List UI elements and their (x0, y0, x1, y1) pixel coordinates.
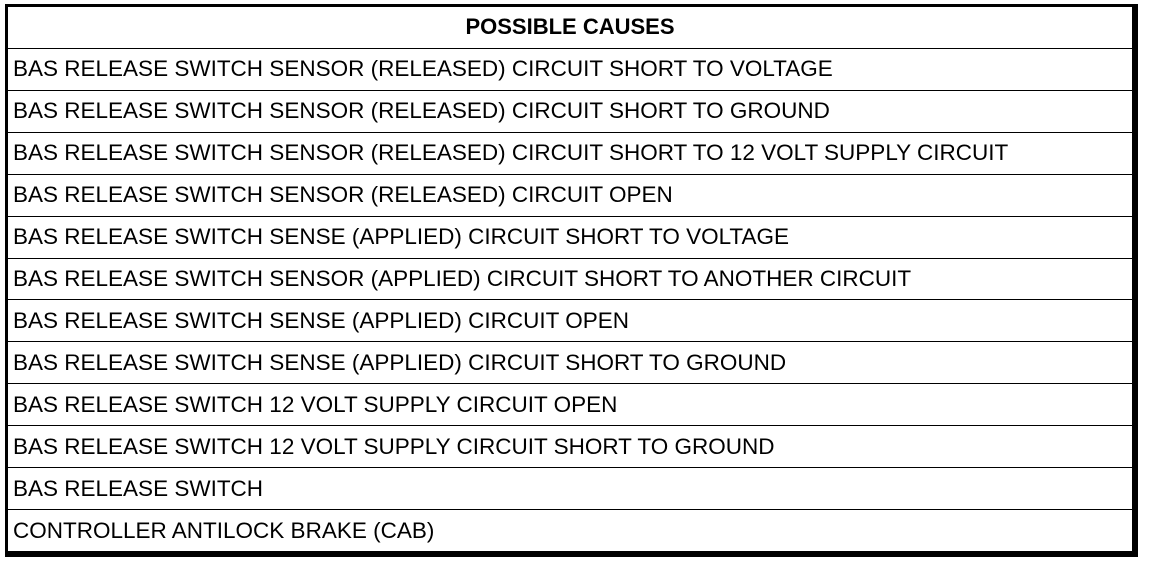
possible-causes-table: POSSIBLE CAUSES BAS RELEASE SWITCH SENSO… (5, 4, 1138, 557)
table-row: CONTROLLER ANTILOCK BRAKE (CAB) (13, 517, 435, 543)
table-row: BAS RELEASE SWITCH SENSOR (RELEASED) CIR… (8, 133, 1132, 175)
table-header: POSSIBLE CAUSES (8, 7, 1132, 49)
table-row: BAS RELEASE SWITCH 12 VOLT SUPPLY CIRCUI… (8, 384, 1132, 427)
table-row: BAS RELEASE SWITCH SENSE (APPLIED) CIRCU… (8, 300, 1132, 343)
table-row: BAS RELEASE SWITCH SENSOR (RELEASED) CIR… (8, 91, 1132, 133)
table-row: BAS RELEASE SWITCH 12 VOLT SUPPLY CIRCUI… (8, 426, 1132, 469)
table-row: BAS RELEASE SWITCH SENSE (APPLIED) CIRCU… (8, 342, 1132, 385)
table-row: BAS RELEASE SWITCH (8, 468, 1132, 511)
table-row: BAS RELEASE SWITCH SENSOR (RELEASED) CIR… (8, 175, 1132, 217)
table-row: BAS RELEASE SWITCH SENSOR (APPLIED) CIRC… (8, 259, 1132, 301)
table-row: BAS RELEASE SWITCH SENSE (APPLIED) CIRCU… (8, 217, 1132, 259)
table-row: BAS RELEASE SWITCH SENSOR (RELEASED) CIR… (8, 49, 1132, 91)
